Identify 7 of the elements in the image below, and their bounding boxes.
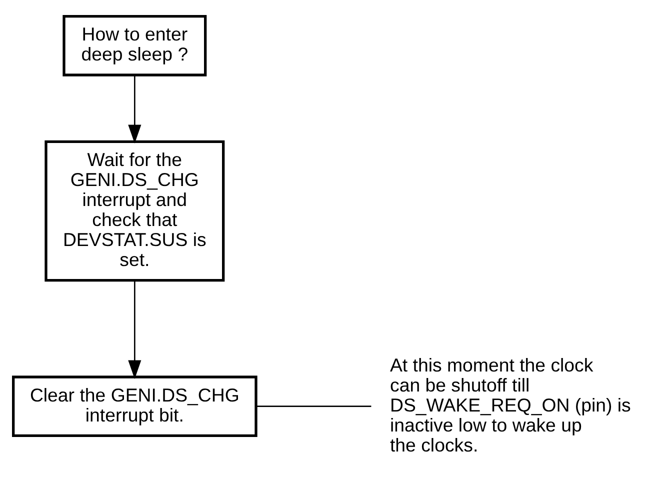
arrow [128, 75, 142, 144]
node-box: Clear the GENI.DS_CHG interrupt bit. [12, 376, 258, 437]
node-box: How to enter deep sleep ? [62, 15, 207, 76]
arrow [128, 280, 142, 379]
connector [256, 406, 372, 407]
node-box: Wait for the GENI.DS_CHG interrupt and check that DEVSTAT.SUS is set. [44, 140, 225, 282]
node-text: At this moment the clock can be shutoff till DS_WAKE_REQ_ON (pin) is inactive low to wake up the clocks. [390, 354, 631, 456]
